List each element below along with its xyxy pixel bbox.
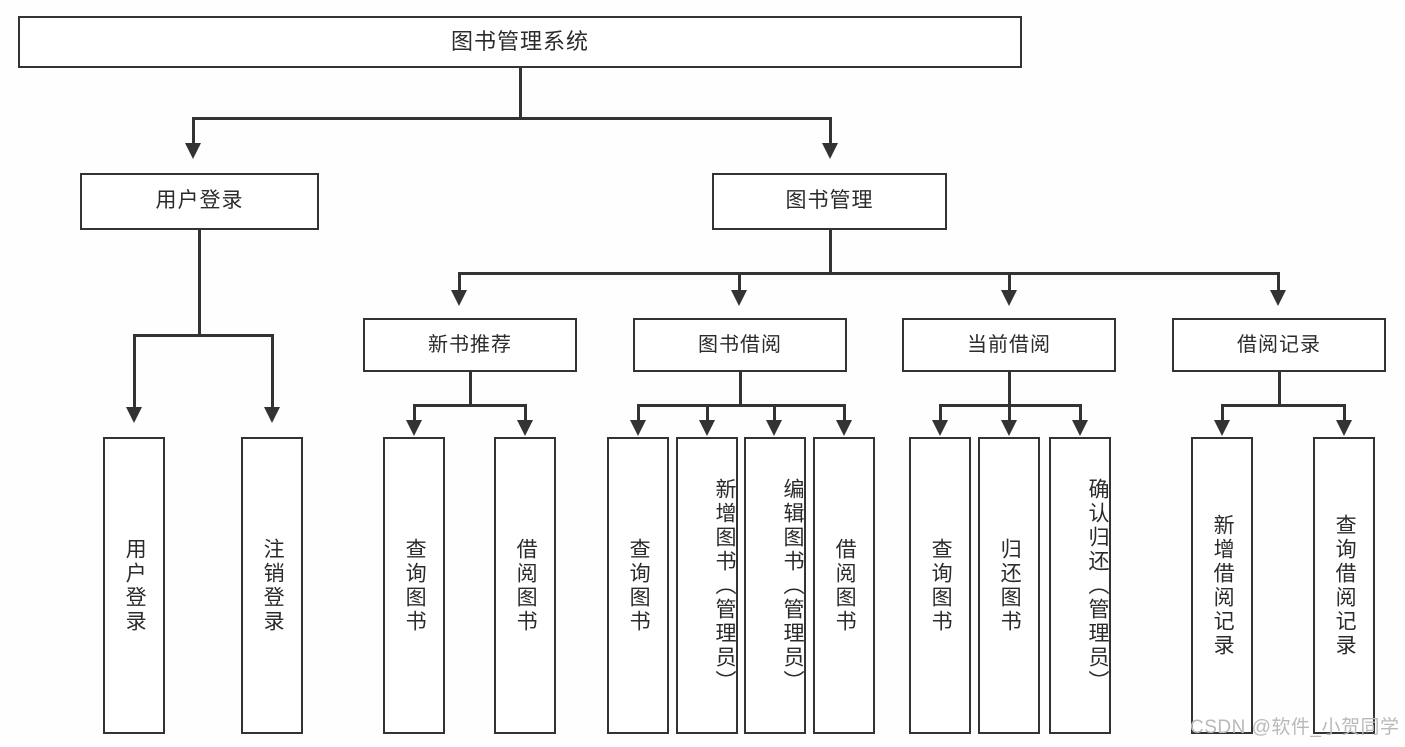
leaf-add-book[interactable]: 新增图书（管理员）	[676, 437, 738, 734]
connector-bb-leaf2	[706, 404, 709, 422]
arrowhead-borrow-record	[1270, 290, 1286, 306]
connector-to-new-book-recommend	[458, 272, 461, 292]
arrowhead-user-login	[185, 143, 201, 159]
arrowhead-leaf-confirm-return	[1072, 420, 1088, 436]
leaf-add-record[interactable]: 新增借阅记录	[1191, 437, 1253, 734]
node-label: 借阅图书	[514, 537, 538, 634]
connector-nbr-leaf1	[413, 404, 416, 422]
node-label: 归还图书	[998, 537, 1022, 634]
leaf-query-book-1[interactable]: 查询图书	[383, 437, 445, 734]
node-label: 查询图书	[929, 537, 953, 634]
node-label: 新增借阅记录	[1211, 513, 1235, 658]
arrowhead-leaf-borrow-book-2	[836, 420, 852, 436]
node-label: 查询图书	[403, 537, 427, 634]
arrowhead-leaf-add-book	[699, 420, 715, 436]
node-label: 确认归还（管理员）	[1086, 477, 1109, 694]
connector-book-borrow-bus	[637, 404, 845, 407]
arrowhead-leaf-return-book	[1001, 420, 1017, 436]
leaf-user-login[interactable]: 用户登录	[103, 437, 165, 734]
connector-to-user-login	[192, 117, 195, 146]
connector-borrow-record-drop	[1278, 372, 1281, 406]
leaf-confirm-return[interactable]: 确认归还（管理员）	[1049, 437, 1111, 734]
leaf-borrow-book-1[interactable]: 借阅图书	[494, 437, 556, 734]
leaf-edit-book[interactable]: 编辑图书（管理员）	[744, 437, 806, 734]
arrowhead-leaf-query-record	[1336, 420, 1352, 436]
arrowhead-current-borrow	[1001, 290, 1017, 306]
node-borrow-record[interactable]: 借阅记录	[1172, 318, 1386, 372]
connector-to-current-borrow	[1008, 272, 1011, 292]
node-label: 编辑图书（管理员）	[781, 477, 804, 694]
connector-to-book-borrow	[738, 272, 741, 292]
connector-cb-leaf2	[1008, 404, 1011, 422]
arrowhead-leaf-query-book-2	[630, 420, 646, 436]
node-label: 新增图书（管理员）	[713, 477, 736, 694]
node-root-system[interactable]: 图书管理系统	[18, 16, 1022, 68]
leaf-return-book[interactable]: 归还图书	[978, 437, 1040, 734]
connector-bb-leaf1	[637, 404, 640, 422]
node-book-borrow[interactable]: 图书借阅	[633, 318, 847, 372]
node-book-management[interactable]: 图书管理	[712, 173, 947, 230]
node-label: 用户登录	[123, 537, 147, 634]
connector-root-drop	[519, 68, 522, 118]
arrowhead-leaf-query-book-1	[406, 420, 422, 436]
connector-nbr-leaf2	[524, 404, 527, 422]
node-label: 查询借阅记录	[1333, 513, 1357, 658]
arrowhead-book-borrow	[731, 290, 747, 306]
node-label: 查询图书	[627, 537, 651, 634]
arrowhead-leaf-query-book-3	[932, 420, 948, 436]
connector-br-leaf1	[1221, 404, 1224, 422]
node-label: 当前借阅	[967, 333, 1051, 356]
leaf-query-record[interactable]: 查询借阅记录	[1313, 437, 1375, 734]
arrowhead-leaf-edit-book	[766, 420, 782, 436]
connector-new-book-recommend-drop	[469, 372, 472, 406]
connector-cb-leaf1	[939, 404, 942, 422]
node-label: 图书管理	[785, 189, 874, 213]
connector-to-borrow-record	[1277, 272, 1280, 292]
connector-br-leaf2	[1343, 404, 1346, 422]
connector-user-login-leaf1	[133, 334, 136, 409]
connector-user-login-drop	[198, 230, 201, 336]
connector-to-book-management	[829, 117, 832, 146]
connector-cb-leaf3	[1079, 404, 1082, 422]
connector-level3-bus	[458, 272, 1278, 275]
node-label: 借阅图书	[833, 537, 857, 634]
node-label: 新书推荐	[428, 333, 512, 356]
connector-book-management-drop	[829, 230, 832, 274]
connector-current-borrow-drop	[1008, 372, 1011, 406]
arrowhead-book-management	[822, 143, 838, 159]
node-label: 用户登录	[155, 189, 244, 213]
leaf-query-book-2[interactable]: 查询图书	[607, 437, 669, 734]
node-new-book-recommend[interactable]: 新书推荐	[363, 318, 577, 372]
connector-user-login-bus	[133, 334, 273, 337]
connector-bb-leaf4	[843, 404, 846, 422]
connector-level2-bus	[192, 117, 832, 120]
node-current-borrow[interactable]: 当前借阅	[902, 318, 1116, 372]
node-label: 图书管理系统	[450, 29, 589, 55]
node-label: 借阅记录	[1237, 333, 1321, 356]
arrowhead-new-book-recommend	[451, 290, 467, 306]
connector-book-borrow-drop	[739, 372, 742, 406]
leaf-query-book-3[interactable]: 查询图书	[909, 437, 971, 734]
connector-new-book-recommend-bus	[413, 404, 526, 407]
arrowhead-leaf-logout-login	[264, 407, 280, 423]
connector-bb-leaf3	[773, 404, 776, 422]
node-label: 图书借阅	[698, 333, 782, 356]
connector-user-login-leaf2	[271, 334, 274, 409]
arrowhead-leaf-add-record	[1214, 420, 1230, 436]
arrowhead-leaf-borrow-book-1	[517, 420, 533, 436]
connector-borrow-record-bus	[1221, 404, 1345, 407]
node-label: 注销登录	[261, 537, 285, 634]
arrowhead-leaf-user-login	[126, 407, 142, 423]
leaf-logout-login[interactable]: 注销登录	[241, 437, 303, 734]
leaf-borrow-book-2[interactable]: 借阅图书	[813, 437, 875, 734]
node-user-login[interactable]: 用户登录	[80, 173, 319, 230]
